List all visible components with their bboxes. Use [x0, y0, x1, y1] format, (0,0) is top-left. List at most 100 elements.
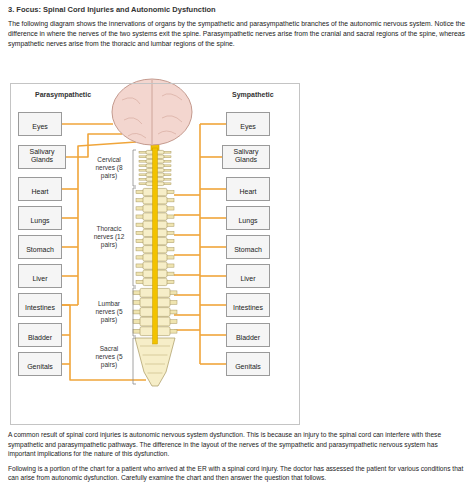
brain-fold	[162, 116, 182, 122]
diagram-frame: Parasympathetic SympatheticEyes EyesSaliva…	[10, 83, 300, 425]
organ-name: Salivary Glands	[22, 148, 62, 164]
nerve-region-label-holder: Lumbar nerves (5 pairs)	[90, 300, 128, 323]
brain-fold	[158, 131, 176, 134]
organ-box: Heart	[18, 177, 62, 201]
sacrum-ridge	[148, 373, 163, 374]
nerve-line	[62, 304, 70, 306]
nerve-line	[62, 188, 78, 190]
organ-box: Eyes	[226, 112, 270, 136]
nerve-line	[174, 214, 200, 216]
nerve-region-label: Thoracic nerves (12 pairs)	[90, 225, 128, 248]
organ-name: Lungs	[30, 217, 49, 225]
organ-name: Genitals	[235, 363, 261, 371]
nerve-line	[200, 246, 226, 248]
organ-box: Liver	[226, 264, 270, 288]
region-bracket	[133, 150, 136, 186]
body-paragraph-holder: Following is a portion of the chart for …	[8, 464, 466, 483]
organ-box: Intestines	[226, 293, 270, 317]
nerve-line	[62, 275, 78, 277]
nerve-line	[66, 134, 122, 157]
sacrum-ridge	[140, 346, 170, 347]
region-bracket	[133, 338, 136, 384]
organ-name: Liver	[32, 275, 47, 283]
organ-name: Stomach	[234, 246, 262, 254]
organ-box: Salivary Glands	[18, 145, 66, 169]
brain-group	[112, 79, 192, 152]
nerve-line	[200, 188, 226, 190]
organ-name: Eyes	[32, 123, 48, 131]
nerve-region-label-holder: Sacral nerves (5 pairs)	[90, 345, 128, 368]
body-paragraph-holder: A common result of spinal cord injuries …	[8, 430, 466, 459]
organ-box: Genitals	[18, 352, 62, 376]
nerve-line	[200, 363, 226, 365]
nerve-region-label: Cervical nerves (8 pairs)	[90, 156, 128, 179]
nerve-region-label-holder: Cervical nerves (8 pairs)	[90, 156, 128, 179]
nerve-line	[62, 246, 78, 248]
sacrum	[135, 338, 175, 386]
organ-box: Genitals	[226, 352, 270, 376]
spine-group	[133, 148, 177, 386]
nerve-line	[174, 294, 200, 296]
brain-fold	[162, 94, 182, 100]
nerve-line	[62, 123, 113, 125]
organ-name: Intestines	[25, 304, 55, 312]
nerve-line	[174, 254, 200, 256]
organ-name: Stomach	[26, 246, 54, 254]
sacrum-ridge	[145, 364, 165, 365]
brain-fold	[122, 98, 140, 104]
nerve-region-label: Sacral nerves (5 pairs)	[90, 345, 128, 368]
nerve-region-label-holder: Thoracic nerves (12 pairs)	[90, 225, 128, 248]
body-paragraph: A common result of spinal cord injuries …	[8, 430, 466, 459]
nerve-line	[200, 334, 226, 336]
body-paragraph: Following is a portion of the chart for …	[8, 464, 466, 483]
nerve-line	[174, 194, 200, 196]
nerve-line	[78, 142, 136, 305]
organ-name: Salivary Glands	[226, 148, 266, 164]
brain-fold	[128, 133, 146, 138]
nerve-line	[174, 329, 200, 331]
intro-paragraph-holder: The following diagram shows the innervat…	[8, 19, 466, 49]
system-heading-holder: Parasympathetic	[35, 91, 91, 98]
region-bracket	[133, 288, 136, 336]
intro-paragraph: The following diagram shows the innervat…	[8, 19, 466, 49]
nerve-line	[174, 274, 200, 276]
organ-box: Eyes	[18, 112, 62, 136]
organ-box: Stomach	[18, 235, 62, 259]
organ-box: Lungs	[18, 206, 62, 230]
brain-midline	[152, 80, 153, 144]
brain-fold	[124, 118, 142, 124]
nerve-line	[62, 217, 78, 219]
system-heading: Sympathetic	[232, 91, 274, 98]
page-title-holder: 3. Focus: Spinal Cord Injuries and Auton…	[8, 5, 216, 14]
organ-name: Eyes	[240, 123, 256, 131]
organ-box: Lungs	[226, 206, 270, 230]
nerve-line	[174, 314, 200, 316]
organ-name: Bladder	[28, 334, 52, 342]
nerve-line	[62, 363, 70, 365]
organ-name: Bladder	[236, 334, 260, 342]
organ-name: Liver	[240, 275, 255, 283]
nerve-line	[174, 234, 200, 236]
organ-box: Bladder	[18, 323, 62, 347]
nerve-line	[200, 275, 226, 277]
organ-name: Genitals	[27, 363, 53, 371]
nerve-line	[62, 334, 70, 336]
system-heading-holder: Sympathetic	[232, 91, 274, 98]
organ-name: Heart	[31, 188, 48, 196]
organ-name: Intestines	[233, 304, 263, 312]
organ-box: Intestines	[18, 293, 62, 317]
nerve-line	[199, 124, 201, 364]
page-title: 3. Focus: Spinal Cord Injuries and Auton…	[8, 5, 216, 14]
system-heading: Parasympathetic	[35, 91, 91, 98]
organ-name: Lungs	[238, 217, 257, 225]
organ-name: Heart	[239, 188, 256, 196]
nerve-line	[200, 156, 222, 158]
organ-box: Liver	[18, 264, 62, 288]
nerve-line	[200, 217, 226, 219]
brain-shape	[112, 79, 192, 145]
spinal-cord	[153, 148, 158, 344]
organ-box: Heart	[226, 177, 270, 201]
nerve-line	[200, 123, 226, 125]
nerve-line	[200, 304, 226, 306]
